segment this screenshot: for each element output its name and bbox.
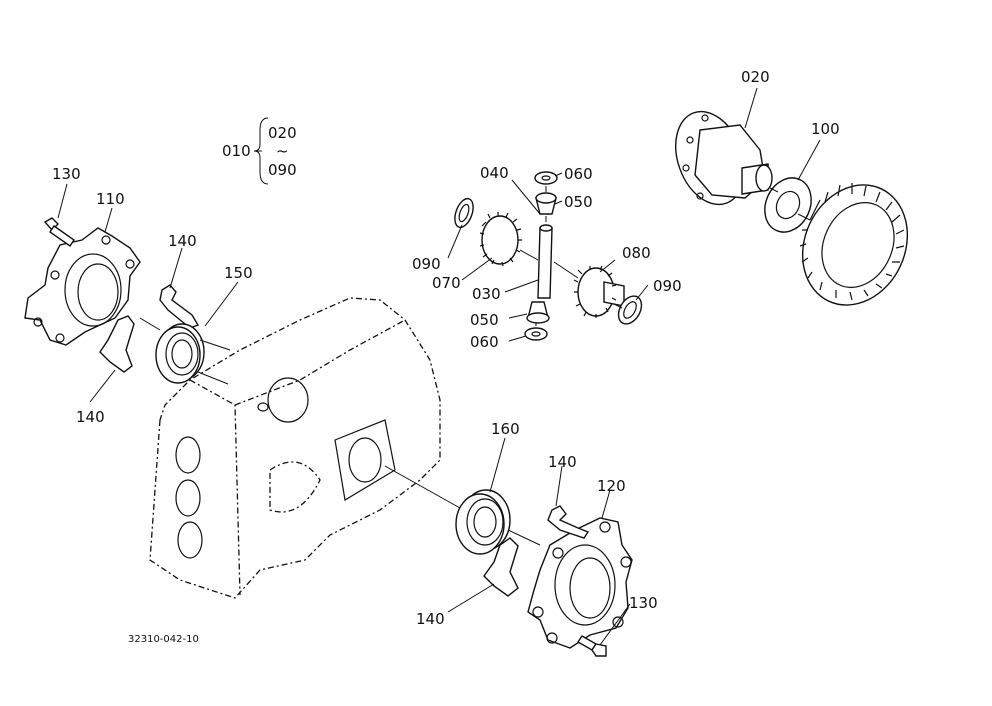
group-reference: 010 020 ~ 090 [222, 117, 297, 185]
group-range-start: 020 [268, 124, 297, 142]
differential-internals [454, 171, 643, 341]
callout-140-left-upper: 140 [168, 232, 197, 250]
callout-070: 070 [432, 274, 461, 292]
group-label: 010 [222, 142, 251, 160]
callout-140-right-lower: 140 [416, 610, 445, 628]
leader-lines [57, 87, 821, 646]
callout-090-left: 090 [412, 255, 441, 273]
assembly-centerlines [139, 186, 811, 546]
callout-050-top: 050 [564, 193, 593, 211]
part-160-bearing [455, 489, 511, 555]
callout-090-right: 090 [653, 277, 682, 295]
callout-020: 020 [741, 68, 770, 86]
group-range-sep: ~ [276, 142, 289, 160]
part-130-right-bolt [577, 635, 607, 657]
callout-110: 110 [96, 190, 125, 208]
part-140-left-lock-plates [99, 284, 200, 373]
callout-130-left: 130 [52, 165, 81, 183]
callout-050-bottom: 050 [470, 311, 499, 329]
callout-060-top: 060 [564, 165, 593, 183]
callout-130-right: 130 [629, 594, 658, 612]
callout-120: 120 [597, 477, 626, 495]
part-020-differential-case [675, 110, 773, 206]
callout-080: 080 [622, 244, 651, 262]
group-range-end: 090 [268, 161, 297, 179]
callout-160: 160 [491, 420, 520, 438]
callout-150: 150 [224, 264, 253, 282]
part-110-left-flange [24, 227, 141, 346]
part-150-bearing [155, 323, 205, 384]
callout-140-left-lower: 140 [76, 408, 105, 426]
transmission-case [149, 297, 441, 599]
callout-040: 040 [480, 164, 509, 182]
part-120-right-flange [527, 517, 633, 649]
callout-100: 100 [811, 120, 840, 138]
callout-140-right-upper: 140 [548, 453, 577, 471]
ring-gear [799, 183, 909, 306]
drawing-number: 32310-042-10 [128, 634, 199, 645]
part-130-left-bolt [43, 217, 75, 247]
callout-060-bottom: 060 [470, 333, 499, 351]
callout-030: 030 [472, 285, 501, 303]
callout-labels: 020 100 040 060 050 090 070 030 080 090 … [52, 68, 840, 628]
part-140-right-lock-plates [483, 505, 590, 597]
